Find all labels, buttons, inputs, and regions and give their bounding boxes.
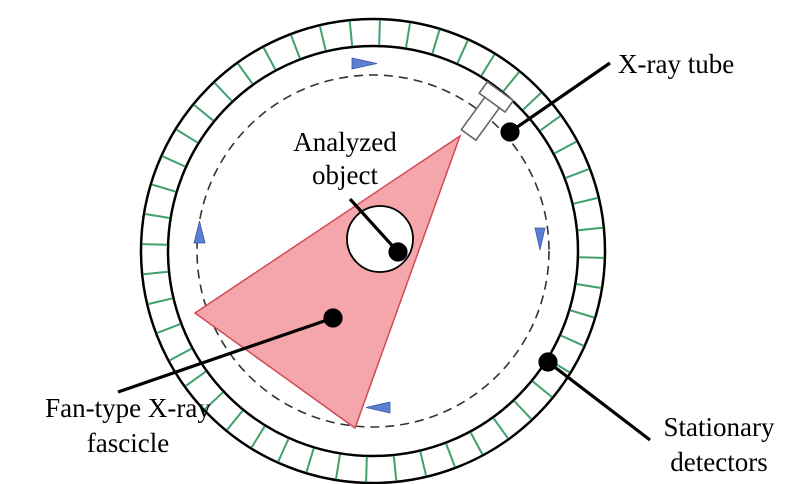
- detector-tick: [204, 391, 224, 411]
- label-detectors-line2: detectors: [670, 447, 767, 477]
- leader-analyzed-object: [348, 197, 400, 254]
- detector-tick: [392, 455, 398, 481]
- leader-fan: [117, 316, 334, 394]
- detector-tick: [213, 82, 233, 102]
- dot-detectors: [538, 352, 558, 372]
- detector-tick: [570, 309, 595, 319]
- label-analyzed-object-line1: Analyzed: [293, 127, 397, 157]
- dot-analyzed-object: [388, 242, 408, 262]
- detector-tick: [522, 91, 542, 111]
- label-analyzed-object-line2: object: [312, 160, 378, 190]
- leader-xray-tube: [509, 61, 611, 134]
- detector-tick: [502, 71, 520, 93]
- detector-tick: [175, 128, 199, 144]
- detector-tick: [237, 63, 254, 85]
- detector-tick: [169, 347, 193, 362]
- detector-tick: [290, 34, 301, 59]
- detector-tick: [456, 39, 469, 64]
- detector-tick: [156, 323, 181, 334]
- detector-tick: [365, 456, 368, 482]
- detector-tick: [565, 168, 590, 179]
- detector-tick: [262, 47, 277, 71]
- detector-tick: [577, 226, 603, 232]
- label-detectors-line1: Stationary: [664, 412, 775, 442]
- dot-xray-tube: [500, 122, 520, 142]
- detector-tick: [161, 155, 186, 168]
- detector-tick: [151, 183, 176, 193]
- detector-tick: [492, 417, 509, 439]
- detector-tick: [185, 370, 207, 387]
- leader-detectors: [547, 360, 651, 442]
- detector-tick: [250, 425, 266, 449]
- detector-tick: [193, 104, 215, 122]
- xray-tube: [460, 80, 515, 142]
- detector-ring-outer: [139, 17, 607, 484]
- detector-tick: [277, 438, 290, 463]
- detector-ticks: [142, 20, 604, 482]
- detector-tick: [445, 443, 456, 468]
- detector-tick: [305, 448, 315, 473]
- detector-tick: [335, 454, 341, 480]
- label-fan-line2: fascicle: [87, 428, 169, 458]
- detector-tick: [480, 53, 496, 77]
- detector-tick: [142, 243, 168, 246]
- detector-tick: [573, 196, 599, 205]
- detector-tick: [144, 213, 170, 219]
- detector-tick: [143, 270, 169, 276]
- detector-tick: [378, 20, 381, 46]
- detector-tick: [539, 115, 561, 132]
- detector-tick: [419, 451, 428, 477]
- detector-tick: [318, 25, 327, 51]
- label-xray-tube: X-ray tube: [618, 49, 734, 79]
- detector-tick: [469, 431, 484, 455]
- detector-tick: [431, 29, 441, 54]
- label-fan-line1: Fan-type X-ray: [45, 393, 211, 423]
- detector-tick: [147, 297, 173, 306]
- arrow-left: [193, 220, 206, 244]
- detector-tick: [553, 140, 577, 155]
- xray-tube-head: [478, 80, 515, 114]
- rotation-path: [196, 74, 550, 428]
- dot-fan: [323, 308, 343, 328]
- detector-tick: [560, 334, 585, 347]
- arrow-bottom: [365, 401, 391, 414]
- detector-tick: [405, 22, 411, 48]
- arrow-right: [534, 227, 546, 251]
- detector-ring-inner: [166, 44, 580, 458]
- detector-tick: [531, 380, 553, 398]
- detector-tick: [576, 283, 602, 289]
- detector-tick: [513, 400, 533, 420]
- detector-tick: [226, 409, 244, 431]
- analyzed-object: [346, 205, 414, 273]
- detector-tick: [578, 256, 604, 259]
- arrow-top: [351, 57, 378, 70]
- leader-lines: [117, 61, 651, 442]
- rotation-arrows: [193, 57, 546, 414]
- detector-tick: [348, 21, 354, 47]
- detector-ring: [139, 17, 607, 484]
